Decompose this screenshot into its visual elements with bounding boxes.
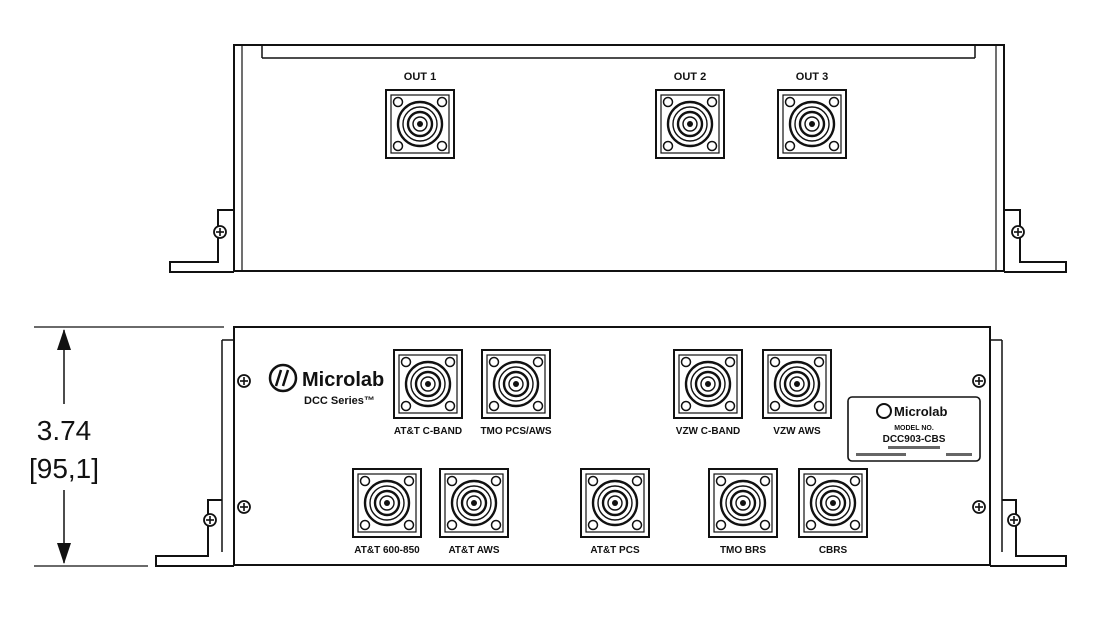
microlab-logo-icon	[268, 363, 298, 393]
connector-att-c-band	[392, 348, 464, 420]
port-label-att-pcs: AT&T PCS	[590, 545, 640, 556]
top-view: OUT 1 OUT 2 OUT 3	[169, 44, 1067, 273]
connector-out-2	[654, 88, 726, 160]
port-label-out-1: OUT 1	[404, 71, 436, 83]
panel-screw-icon	[972, 374, 986, 388]
connector-att-600-850	[351, 467, 423, 539]
port-label-tmo-pcs-aws: TMO PCS/AWS	[480, 426, 551, 437]
connector-vzw-aws	[761, 348, 833, 420]
port-label-att-c-band: AT&T C-BAND	[394, 426, 462, 437]
panel-screw-icon	[972, 500, 986, 514]
left-mounting-bracket	[169, 209, 234, 273]
connector-att-pcs	[579, 467, 651, 539]
screw-icon	[203, 513, 217, 527]
right-mounting-bracket	[990, 499, 1067, 567]
connector-out-1	[384, 88, 456, 160]
connector-att-aws	[438, 467, 510, 539]
logo-text: Microlab	[302, 369, 384, 391]
nameplate-model-label: MODEL NO.	[894, 425, 934, 432]
front-view: Microlab DCC Series™ AT&T C-BAND TMO PCS…	[155, 326, 1067, 567]
nameplate-logo-text: Microlab	[894, 404, 948, 419]
arrow-down-icon	[57, 543, 71, 564]
dimension-value: 3.74	[37, 415, 92, 446]
height-dimension: 3.74 [95,1]	[29, 326, 224, 567]
right-mounting-bracket	[1004, 209, 1067, 273]
connector-tmo-pcs-aws	[480, 348, 552, 420]
screw-icon	[1011, 225, 1025, 239]
connector-cbrs	[797, 467, 869, 539]
nameplate: Microlab MODEL NO. DCC903-CBS	[847, 396, 981, 462]
top-view-enclosure	[233, 44, 1005, 272]
screw-icon	[213, 225, 227, 239]
port-label-vzw-c-band: VZW C-BAND	[676, 426, 740, 437]
connector-vzw-c-band	[672, 348, 744, 420]
port-label-att-600-850: AT&T 600-850	[354, 545, 420, 556]
port-label-tmo-brs: TMO BRS	[720, 545, 766, 556]
screw-icon	[1007, 513, 1021, 527]
port-label-out-2: OUT 2	[674, 71, 706, 83]
front-view-enclosure	[233, 326, 991, 566]
nameplate-model-value: DCC903-CBS	[883, 434, 946, 445]
dimension-metric: [95,1]	[29, 453, 99, 484]
nameplate-logo-icon	[876, 403, 892, 419]
arrow-up-icon	[57, 329, 71, 350]
port-label-att-aws: AT&T AWS	[448, 545, 499, 556]
series-text: DCC Series™	[304, 395, 375, 407]
port-label-out-3: OUT 3	[796, 71, 828, 83]
panel-screw-icon	[237, 500, 251, 514]
panel-screw-icon	[237, 374, 251, 388]
microlab-logo: Microlab DCC Series™	[268, 363, 384, 407]
left-mounting-bracket	[155, 499, 234, 567]
port-label-cbrs: CBRS	[819, 545, 848, 556]
connector-tmo-brs	[707, 467, 779, 539]
port-label-vzw-aws: VZW AWS	[773, 426, 821, 437]
connector-out-3	[776, 88, 848, 160]
